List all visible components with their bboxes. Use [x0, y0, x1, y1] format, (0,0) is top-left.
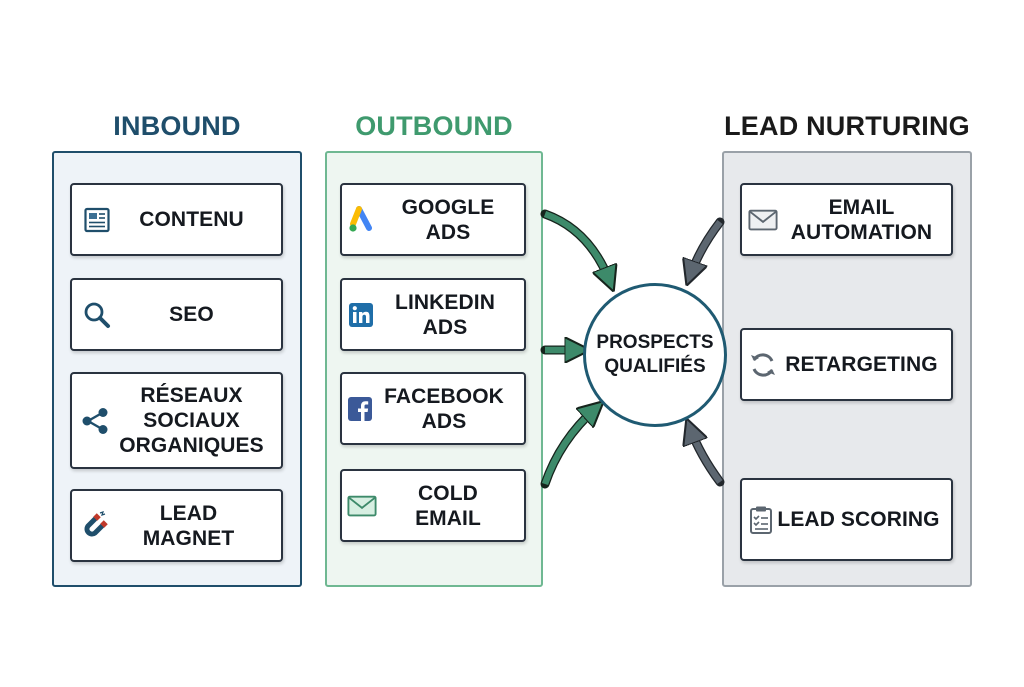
- nurturing-title: LEAD NURTURING: [724, 111, 970, 141]
- card-lead-scoring: LEAD SCORING: [740, 478, 953, 561]
- arrow-lead-scoring-to-hub: [690, 428, 725, 487]
- card-seo: SEO: [70, 278, 283, 351]
- arrow-google-to-hub: [540, 209, 610, 282]
- card-lead-magnet: LEAD MAGNET: [70, 489, 283, 562]
- share-icon: [80, 406, 110, 436]
- envelope-icon: [347, 491, 377, 521]
- hub-label: PROSPECTS QUALIFIÉS: [596, 332, 714, 377]
- card-label: RÉSEAUX SOCIAUX ORGANIQUES: [119, 384, 264, 457]
- newspaper-icon: [82, 205, 112, 235]
- card-contenu: CONTENU: [70, 183, 283, 256]
- card-email-automation: EMAIL AUTOMATION: [740, 183, 953, 256]
- card-label: RETARGETING: [785, 353, 938, 376]
- card-cold-email: COLD EMAIL: [340, 469, 526, 542]
- card-label: LEAD MAGNET: [142, 501, 235, 550]
- magnet-icon: [78, 510, 108, 541]
- refresh-icon: [748, 350, 778, 380]
- card-label: GOOGLE ADS: [401, 195, 495, 244]
- linkedin-icon: [346, 300, 376, 330]
- card-label: LINKEDIN ADS: [395, 290, 495, 339]
- clipboard-icon: [746, 505, 776, 535]
- card-retargeting: RETARGETING: [740, 328, 953, 401]
- facebook-icon: [345, 394, 375, 424]
- card-label: SEO: [169, 303, 214, 326]
- card-reseaux-sociaux: RÉSEAUX SOCIAUX ORGANIQUES: [70, 372, 283, 469]
- outbound-title: OUTBOUND: [355, 111, 513, 141]
- inbound-title: INBOUND: [113, 111, 241, 141]
- card-label: EMAIL AUTOMATION: [790, 195, 933, 244]
- card-label: COLD EMAIL: [415, 481, 481, 530]
- google-ads-icon: [346, 205, 376, 235]
- card-linkedin-ads: LINKEDIN ADS: [340, 278, 526, 351]
- card-label: FACEBOOK ADS: [384, 384, 504, 433]
- card-label: LEAD SCORING: [777, 508, 940, 531]
- prospects-qualifies-hub: PROSPECTS QUALIFIÉS: [583, 283, 727, 427]
- arrow-cold-email-to-hub: [540, 408, 596, 489]
- card-google-ads: GOOGLE ADS: [340, 183, 526, 256]
- card-label: CONTENU: [139, 208, 244, 231]
- magnifier-icon: [82, 300, 112, 330]
- arrow-email-automation-to-hub: [690, 217, 725, 276]
- card-facebook-ads: FACEBOOK ADS: [340, 372, 526, 445]
- envelope-icon: [748, 205, 778, 235]
